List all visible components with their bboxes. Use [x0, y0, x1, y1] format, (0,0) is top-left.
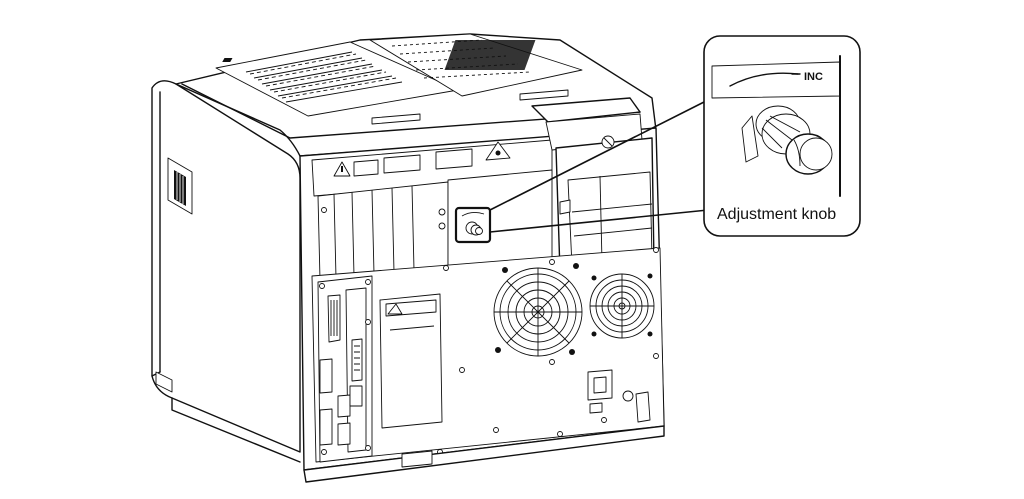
callout-box: INC Adjustment knob	[703, 35, 861, 237]
module-slots	[317, 169, 553, 281]
fan-grill-icon	[493, 263, 583, 357]
adjustment-knob-location	[438, 206, 492, 244]
connector-panel	[317, 275, 373, 463]
knob-icon	[741, 105, 833, 175]
top-cover	[175, 33, 657, 157]
center-label-plate	[379, 293, 443, 429]
callout-leader	[489, 99, 709, 233]
screw-icon	[319, 207, 659, 455]
side-vent	[167, 157, 193, 215]
rear-panel	[299, 97, 665, 483]
power-inlet-icon	[587, 369, 651, 423]
laser-hazard-icon	[485, 141, 511, 161]
left-side-panel	[151, 80, 301, 463]
fan-grill-icon-small	[589, 273, 655, 339]
warning-triangle-icon	[333, 161, 351, 177]
top-vent-plate-right	[369, 33, 583, 97]
adjustment-knob-label: Adjustment knob	[717, 206, 836, 223]
dial-label: INC	[804, 71, 823, 83]
